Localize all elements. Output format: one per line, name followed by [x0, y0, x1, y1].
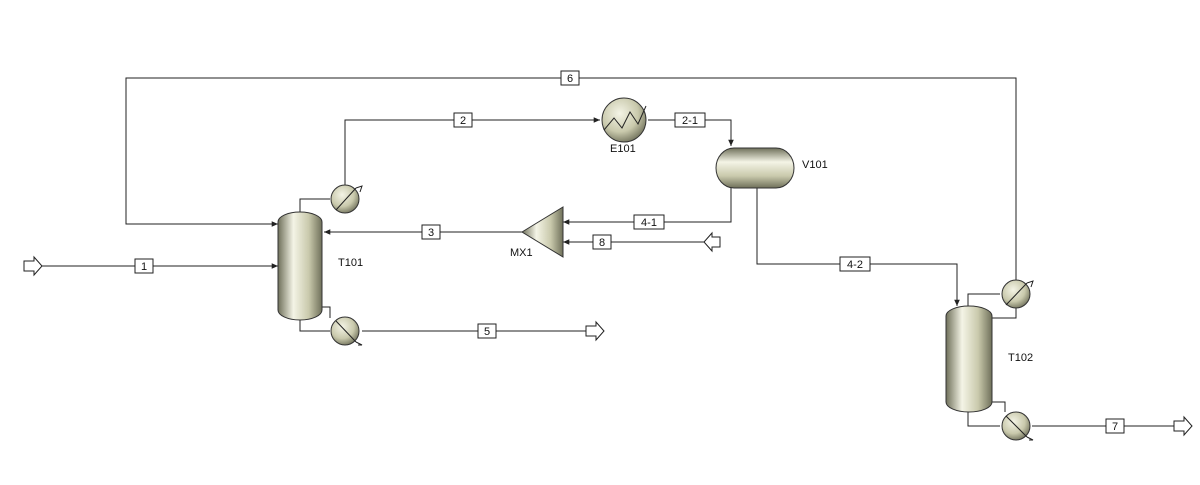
stream-label-2-1[interactable]: 2-1 [674, 112, 706, 128]
stream-label-6-text: 6 [567, 73, 573, 85]
stream-label-3[interactable]: 3 [421, 224, 441, 240]
t101-condenser-connection [299, 198, 330, 212]
v101-label: V101 [802, 159, 828, 171]
t102-label: T102 [1008, 352, 1033, 364]
e101-heat-exchanger-icon[interactable] [601, 97, 647, 143]
stream-4-2-line[interactable] [756, 188, 960, 306]
t102-reboiler-connection [967, 412, 1000, 427]
t101-reboiler-icon[interactable] [330, 316, 363, 346]
stream-label-5[interactable]: 5 [477, 323, 497, 339]
t102-column[interactable] [945, 305, 993, 413]
t101-label: T101 [338, 257, 363, 269]
mx1-mixer-icon[interactable] [521, 206, 564, 258]
stream-label-2-text: 2 [460, 115, 466, 127]
stream-label-2[interactable]: 2 [453, 112, 473, 128]
t101-side-connection [321, 306, 331, 318]
stream-label-5-text: 5 [484, 326, 490, 338]
feed-arrow-8[interactable] [703, 231, 721, 253]
stream-label-7-text: 7 [1112, 421, 1118, 433]
stream-label-8-text: 8 [599, 237, 605, 249]
v101-vessel[interactable] [715, 147, 795, 189]
stream-label-8[interactable]: 8 [592, 234, 612, 250]
stream-label-6[interactable]: 6 [560, 70, 580, 86]
product-arrow-5[interactable] [585, 320, 605, 342]
stream-label-4-1[interactable]: 4-1 [633, 214, 665, 230]
stream-label-4-2-text: 4-2 [847, 259, 863, 271]
t102-condenser-connection [967, 293, 1000, 308]
mx1-label: MX1 [510, 247, 533, 259]
stream-label-1[interactable]: 1 [134, 258, 154, 274]
stream-label-2-1-text: 2-1 [682, 115, 698, 127]
e101-label: E101 [610, 143, 636, 155]
stream-6-line[interactable] [125, 77, 1017, 282]
stream-label-3-text: 3 [428, 227, 434, 239]
t102-reboiler-icon[interactable] [1001, 411, 1034, 441]
t102-side-connection [992, 306, 1017, 319]
t102-condenser-icon[interactable] [1001, 279, 1034, 309]
stream-label-7[interactable]: 7 [1105, 418, 1125, 434]
feed-arrow-1[interactable] [23, 255, 43, 277]
stream-4-1-line[interactable] [563, 188, 732, 225]
t101-reboiler-connection [299, 318, 330, 332]
product-arrow-7[interactable] [1173, 415, 1193, 437]
t101-condenser-icon[interactable] [330, 184, 363, 214]
t102-bottom-side-connection [992, 401, 1006, 412]
stream-label-1-text: 1 [141, 261, 147, 273]
stream-2-line[interactable] [344, 117, 600, 186]
t101-column[interactable] [277, 211, 323, 321]
stream-label-4-2[interactable]: 4-2 [839, 256, 871, 272]
stream-label-4-1-text: 4-1 [641, 217, 657, 229]
